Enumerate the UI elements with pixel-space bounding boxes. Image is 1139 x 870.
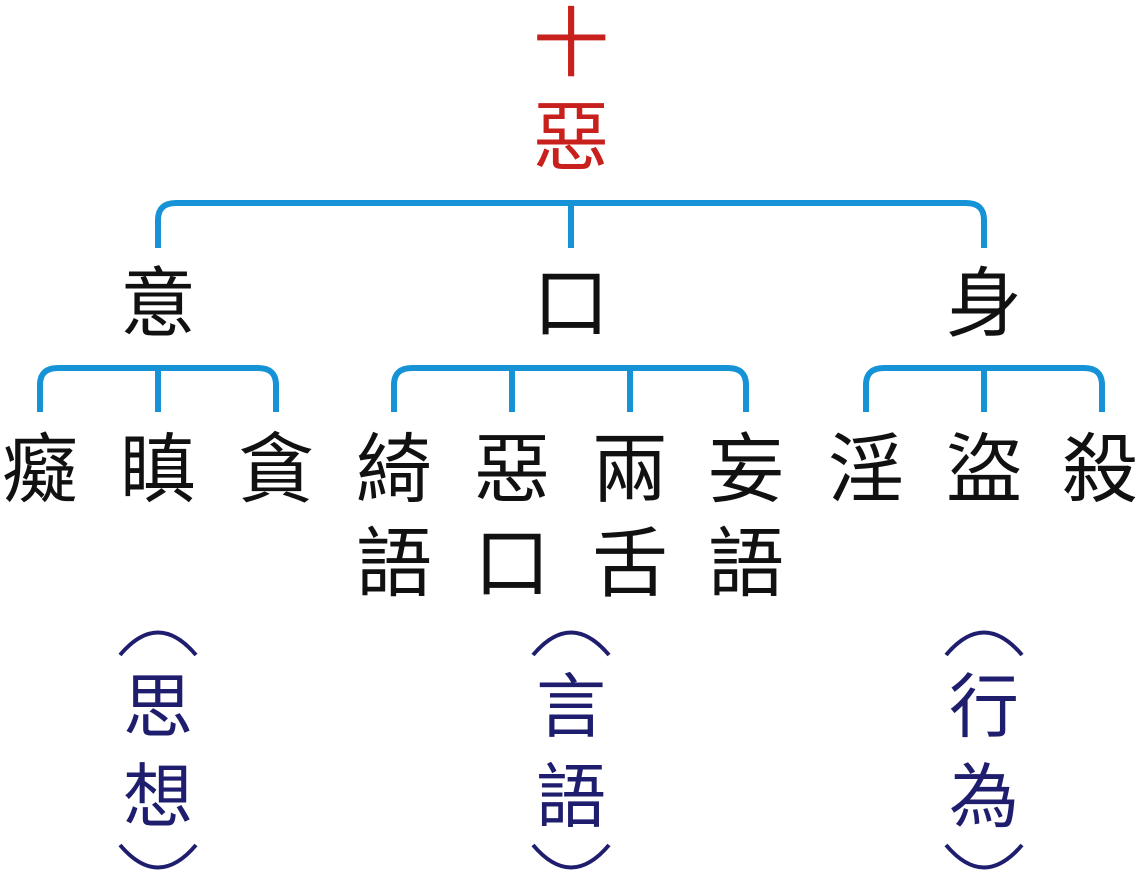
leaf-speech-1-line-2: 語: [356, 519, 432, 608]
leaf-mind-2: 瞋: [120, 425, 196, 514]
speech-bracket: [391, 365, 749, 412]
note-body-line-1: 行: [949, 666, 1019, 748]
leaf-body-1: 淫: [828, 425, 904, 514]
note-speech-line-1: 言: [536, 666, 606, 748]
leaf-mind-3: 貪: [238, 425, 314, 514]
category-speech-label: 口: [533, 259, 609, 348]
root-char-1: 十: [533, 0, 609, 88]
leaf-body-2: 盜: [946, 425, 1022, 514]
leaf-speech-2-line-2: 口: [474, 519, 550, 608]
leaf-mind-1: 癡: [2, 425, 78, 514]
leaf-speech-4-line-1: 妄: [708, 425, 784, 514]
mind-note-paren-top: [118, 630, 198, 657]
leaf-speech-2-line-1: 惡: [474, 425, 550, 514]
leaf-body-3: 殺: [1062, 425, 1138, 514]
category-body-label: 身: [946, 259, 1022, 348]
leaf-speech-3-line-1: 兩: [592, 425, 668, 514]
leaf-speech-1-line-1: 綺: [356, 425, 432, 514]
root-char-2: 惡: [533, 93, 609, 182]
note-body-line-2: 為: [949, 756, 1019, 838]
body-note-paren-top: [944, 630, 1024, 657]
speech-note-paren-bottom: [531, 843, 611, 870]
mind-note-paren-bottom: [118, 843, 198, 870]
speech-note-paren-top: [531, 630, 611, 657]
body-note-paren-bottom: [944, 843, 1024, 870]
leaf-speech-3-line-2: 舌: [592, 519, 668, 608]
note-mind-line-2: 想: [123, 756, 193, 838]
note-mind-line-1: 思: [123, 666, 193, 748]
leaf-speech-4-line-2: 語: [708, 519, 784, 608]
category-mind-label: 意: [120, 259, 196, 348]
note-speech-line-2: 語: [536, 756, 606, 838]
